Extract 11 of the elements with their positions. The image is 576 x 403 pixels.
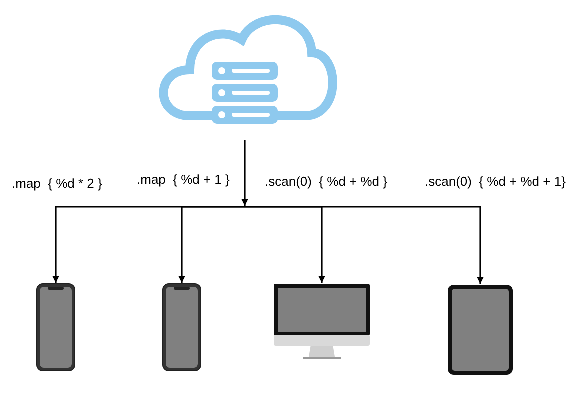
monitor-drawing [273,283,371,360]
arrow [242,140,248,206]
tablet-drawing [447,284,514,376]
arrow [178,206,245,283]
phone-drawing [162,283,202,372]
arrow [245,206,484,284]
edge-label: .scan(0) { %d + %d } [265,174,388,189]
phone-drawing [36,283,76,372]
edge-label: .map { %d * 2 } [12,176,102,191]
edge-label: .map { %d + 1 } [137,172,230,187]
edge-label: .scan(0) { %d + %d + 1} [425,174,566,189]
